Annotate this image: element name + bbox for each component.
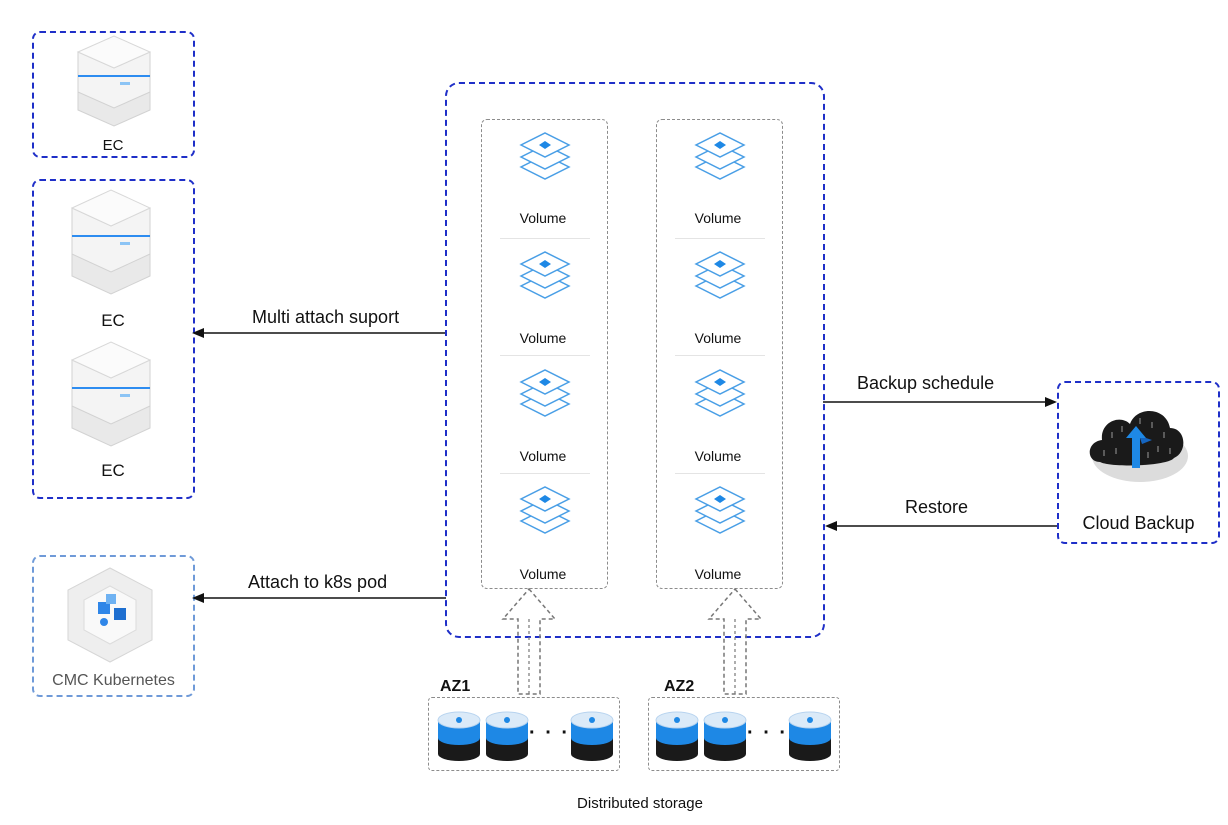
disk-icon (655, 711, 699, 761)
volume-label: Volume (694, 210, 742, 226)
az1-label: AZ1 (440, 678, 471, 695)
attach-k8s-arrow (192, 593, 446, 603)
cloud-backup-label: Cloud Backup (1082, 513, 1195, 533)
server-icon (70, 189, 152, 295)
disk-icon (437, 711, 481, 761)
az2-volume-column (656, 119, 783, 589)
multi-attach-label: Multi attach suport (252, 307, 400, 327)
az2-label: AZ2 (664, 678, 695, 695)
disk-icon (703, 711, 747, 761)
az2-storage-container (648, 697, 840, 771)
disk-icon (788, 711, 832, 761)
volume-icon (694, 486, 746, 534)
az1-up-arrow (501, 587, 557, 695)
cloud-upload-icon (1089, 410, 1188, 482)
volume-label: Volume (519, 566, 567, 582)
az1-volume-column (481, 119, 608, 589)
ec-label: EC (102, 137, 124, 154)
volume-icon (519, 132, 571, 180)
kubernetes-label: CMC Kubernetes (52, 672, 175, 689)
volume-icon (519, 369, 571, 417)
multi-attach-arrow (192, 328, 446, 338)
server-icon (76, 35, 152, 127)
ellipsis: · · · (747, 722, 789, 744)
divider (500, 355, 590, 356)
volume-label: Volume (519, 210, 567, 226)
ec-label: EC (101, 461, 125, 480)
ec-top-container (32, 31, 195, 158)
divider (675, 473, 765, 474)
cloud-backup-container (1057, 381, 1220, 544)
ec-group-container (32, 179, 195, 499)
restore-arrow (825, 521, 1057, 531)
volume-label: Volume (694, 448, 742, 464)
kubernetes-container (32, 555, 195, 697)
volume-label: Volume (519, 448, 567, 464)
backup-schedule-label: Backup schedule (857, 373, 995, 393)
volume-label: Volume (519, 330, 567, 346)
volume-label: Volume (694, 566, 742, 582)
ec-label: EC (101, 311, 125, 330)
volume-icon (519, 251, 571, 299)
server-icon (70, 341, 152, 447)
attach-k8s-label: Attach to k8s pod (248, 572, 388, 592)
volume-label: Volume (694, 330, 742, 346)
divider (500, 473, 590, 474)
distributed-storage-caption: Distributed storage (577, 795, 703, 812)
kubernetes-icon (67, 567, 153, 663)
disk-icon (570, 711, 614, 761)
volume-icon (694, 369, 746, 417)
volume-icon (694, 251, 746, 299)
az2-up-arrow (707, 587, 763, 695)
divider (500, 238, 590, 239)
volume-icon (519, 486, 571, 534)
ellipsis: · · · (529, 722, 571, 744)
restore-label: Restore (905, 497, 969, 517)
divider (675, 238, 765, 239)
divider (675, 355, 765, 356)
volume-icon (694, 132, 746, 180)
volume-pool-container (445, 82, 825, 638)
disk-icon (485, 711, 529, 761)
az1-storage-container (428, 697, 620, 771)
backup-schedule-arrow (823, 397, 1057, 407)
